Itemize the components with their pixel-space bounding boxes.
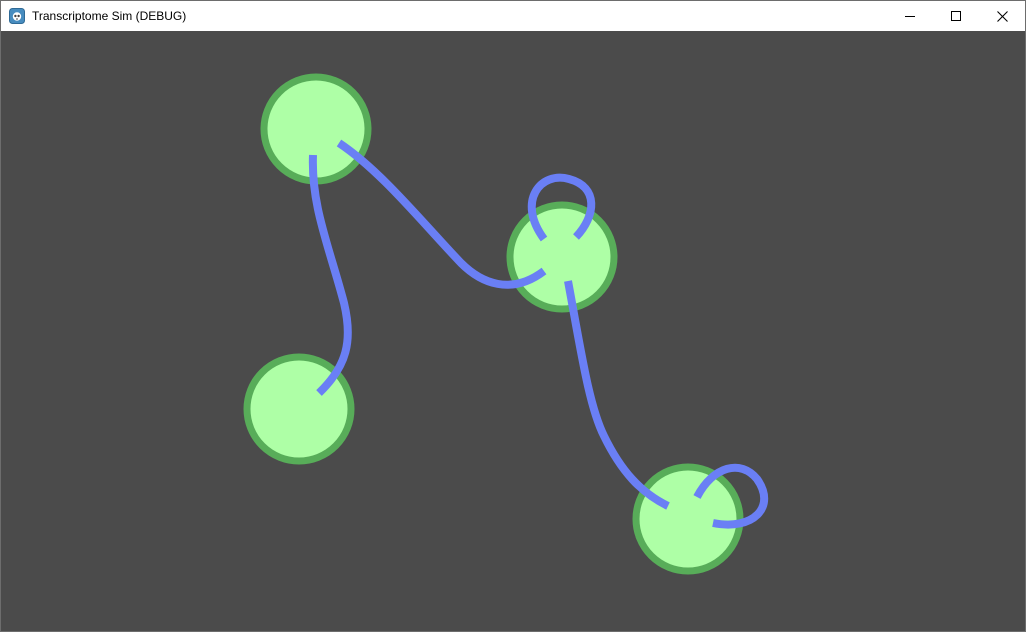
- graph-edges: [308, 139, 769, 529]
- close-icon: [996, 10, 1008, 22]
- graph-edge-3-self: [527, 173, 596, 242]
- window-controls: [887, 1, 1025, 31]
- minimize-icon: [905, 16, 915, 17]
- maximize-icon: [951, 11, 961, 21]
- title-bar[interactable]: Transcriptome Sim (DEBUG): [1, 1, 1025, 31]
- simulation-viewport[interactable]: [1, 31, 1025, 631]
- minimize-button[interactable]: [887, 1, 933, 31]
- godot-engine-icon: [9, 8, 25, 24]
- window-title: Transcriptome Sim (DEBUG): [32, 9, 187, 23]
- maximize-button[interactable]: [933, 1, 979, 31]
- graph-edge-1-2: [308, 154, 352, 396]
- graph-edge-1-3: [336, 139, 547, 289]
- graph-canvas: [243, 73, 769, 575]
- graph-edge-4-self: [693, 463, 769, 529]
- graph-node-4[interactable]: [632, 463, 744, 575]
- graph-edge-3-4: [564, 280, 670, 510]
- graph-nodes: [243, 73, 744, 575]
- graph-node-3[interactable]: [506, 201, 618, 313]
- close-button[interactable]: [979, 1, 1025, 31]
